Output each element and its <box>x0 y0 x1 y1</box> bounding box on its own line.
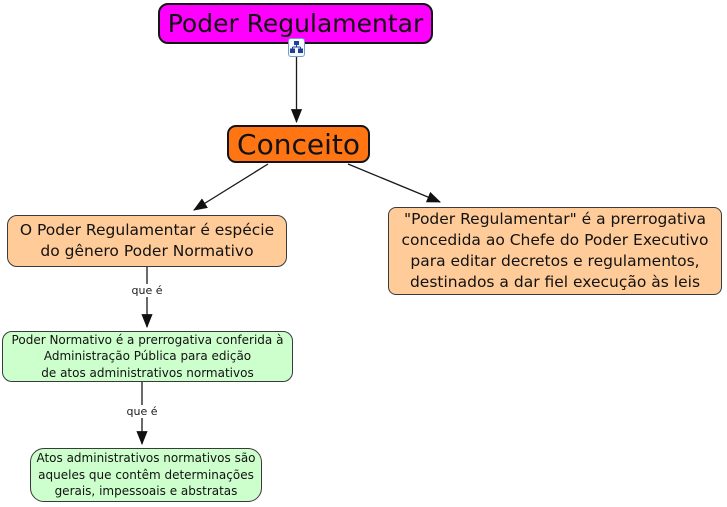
linking-phrase-que-e-2[interactable]: que é <box>123 405 161 418</box>
concept-node-poder-regulamentar[interactable]: Poder Regulamentar <box>158 3 433 44</box>
concept-node-label: Poder Regulamentar <box>167 9 424 38</box>
concept-node-especie[interactable]: O Poder Regulamentar é espécie do gênero… <box>7 215 287 267</box>
linking-phrase-que-e-1[interactable]: que é <box>128 284 166 297</box>
connector-conceito-to-prerrogativa <box>347 163 441 203</box>
concept-node-label: Poder Normativo é a prerrogativa conferi… <box>11 332 284 380</box>
concept-node-conceito[interactable]: Conceito <box>227 125 370 163</box>
concept-node-poder-normativo[interactable]: Poder Normativo é a prerrogativa conferi… <box>2 331 293 382</box>
concept-node-prerrogativa[interactable]: "Poder Regulamentar" é a prerrogativa co… <box>388 207 722 295</box>
connector-conceito-to-especie <box>193 163 269 211</box>
nested-concept-map-icon[interactable] <box>288 38 305 57</box>
concept-node-label: "Poder Regulamentar" é a prerrogativa co… <box>401 210 709 291</box>
concept-node-atos[interactable]: Atos administrativos normativos são aque… <box>30 448 262 502</box>
concept-node-label: Conceito <box>237 127 360 161</box>
concept-node-label: Atos administrativos normativos são aque… <box>36 451 256 499</box>
concept-node-label: O Poder Regulamentar é espécie do gênero… <box>19 221 275 260</box>
